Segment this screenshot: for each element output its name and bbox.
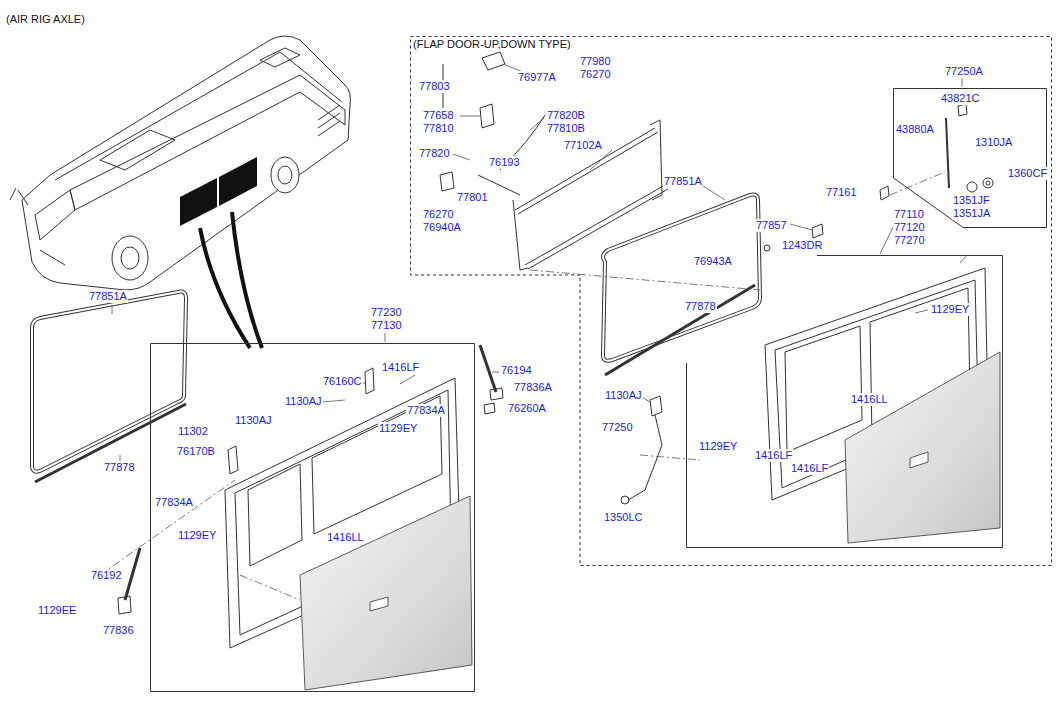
group-outline: [410, 36, 1052, 566]
bus-sketch: [10, 36, 350, 290]
door-seal: [32, 292, 186, 482]
callout-number: 1243DR: [781, 239, 823, 252]
callout-number: 77820B: [546, 109, 586, 122]
callout-number: 1416LF: [381, 361, 420, 374]
door-assembly-group: 771107712077270: [686, 255, 1003, 548]
callout-number: 1416LF: [790, 462, 829, 475]
callout-number: 77836: [102, 624, 135, 637]
callout-number: 1129EY: [698, 440, 738, 453]
part-number: 77250A: [944, 65, 984, 78]
callout-number: 77810: [422, 122, 455, 135]
callout-number: 76270: [579, 68, 612, 81]
group-outline: [894, 89, 1047, 228]
callout-number: 77834A: [154, 496, 194, 509]
callout-number: 77658: [422, 109, 455, 122]
callout-number: 1416LF: [754, 449, 793, 462]
callout-number: 77878: [103, 461, 136, 474]
part-number: 77230: [370, 306, 403, 319]
callout-number: 1130AJ: [234, 414, 273, 427]
leader-line: [112, 64, 966, 474]
callout-number: 11302: [177, 425, 209, 438]
callout-number: 1130AJ: [604, 389, 643, 402]
assembly-line: [100, 172, 945, 600]
door-location: [180, 157, 257, 226]
callout-number: 77851A: [663, 175, 703, 188]
callout-number: 1129EY: [930, 303, 970, 316]
callout-number: 1129EE: [37, 604, 77, 617]
callout-number: 77102A: [563, 139, 603, 152]
callout-number: 1129EY: [378, 422, 418, 435]
callout-number: 76977A: [517, 71, 557, 84]
callout-number: 1130AJ: [284, 395, 323, 408]
callout-number: 1310JA: [974, 136, 1013, 149]
callout-number: 77803: [418, 80, 451, 93]
callout-number: 77878: [684, 300, 717, 313]
flap-mechanism: [440, 52, 889, 270]
callout-number: 76270: [422, 208, 455, 221]
callout-number: 1360CF: [1007, 167, 1048, 180]
part-number: 77110: [893, 208, 925, 221]
callout-number: 76192: [90, 569, 123, 582]
flap-door-group: (FLAP DOOR-UP,DOWN TYPE) 77250A 7711077120…: [410, 36, 1052, 566]
callout-number: 43880A: [895, 123, 935, 136]
callout-number: 76194: [500, 364, 533, 377]
callout-number: 77980: [579, 55, 612, 68]
door-skin: [845, 352, 1000, 543]
part-number: 77130: [370, 319, 403, 332]
callout-number: 77250: [601, 421, 634, 434]
group-outline: [687, 256, 1003, 548]
callout-number: 77161: [825, 186, 858, 199]
callout-number: 1416LL: [850, 393, 889, 406]
callout-number: 76943A: [693, 255, 733, 268]
callout-number: 1129EY: [177, 529, 217, 542]
callout-number: 77836A: [513, 381, 553, 394]
callout-number: 77851A: [88, 290, 128, 303]
callout-number: 1351JA: [952, 207, 991, 220]
callout-number: 77834A: [406, 404, 446, 417]
callout-number: 77820: [418, 147, 451, 160]
diagram-title: (AIR RIG AXLE): [5, 13, 86, 26]
door-seal: [603, 195, 760, 375]
group-outline: [411, 37, 1052, 566]
door-skin: [300, 496, 472, 690]
callout-number: 43821C: [940, 92, 981, 105]
callout-number: 1350LC: [603, 511, 644, 524]
callout-number: 77810B: [546, 122, 586, 135]
group-outline: [686, 255, 1003, 548]
callout-number: 76193: [488, 156, 521, 169]
part-number: 77270: [893, 234, 926, 247]
group-outline: [151, 344, 475, 692]
part-number: 77120: [893, 221, 926, 234]
callout-number: 77857: [755, 219, 788, 232]
group-heading: (FLAP DOOR-UP,DOWN TYPE): [412, 38, 572, 51]
callout-number: 77801: [456, 191, 489, 204]
callout-number: 76160C: [322, 375, 363, 388]
callout-number: 1351JF: [952, 194, 991, 207]
callout-number: 76260A: [507, 402, 547, 415]
callout-number: 76940A: [422, 221, 462, 234]
callout-number: 1416LL: [326, 531, 365, 544]
callout-number: 76170B: [176, 445, 216, 458]
